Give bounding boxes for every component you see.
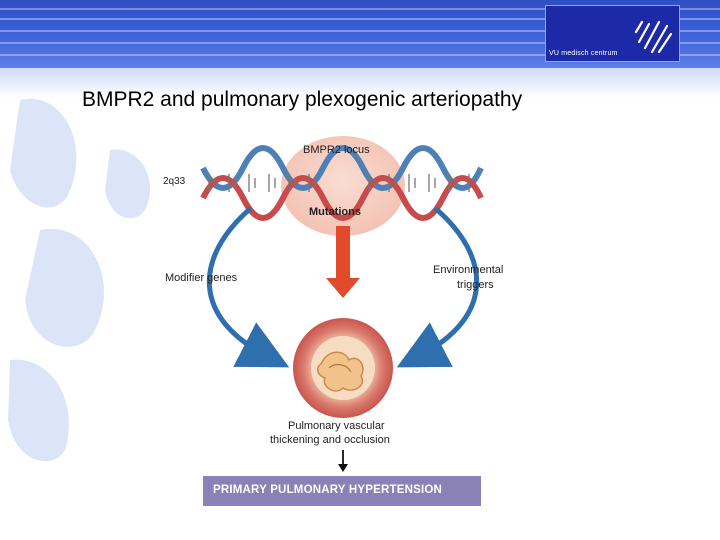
outcome-label: PRIMARY PULMONARY HYPERTENSION bbox=[213, 484, 442, 496]
chromosome-label: 2q33 bbox=[163, 176, 186, 187]
modifier-label: Modifier genes bbox=[165, 272, 238, 284]
outcome-arrow bbox=[338, 450, 348, 472]
background-watermark bbox=[8, 98, 151, 462]
thickening-label-line1: Pulmonary vascular bbox=[288, 420, 385, 432]
mutations-label: Mutations bbox=[309, 206, 361, 218]
vumc-logo-icon bbox=[634, 20, 673, 54]
logo-text: VU medisch centrum bbox=[549, 50, 618, 57]
environment-label-line2: triggers bbox=[457, 279, 494, 291]
environment-arrow bbox=[396, 206, 480, 368]
diagram-graphics bbox=[200, 136, 484, 506]
pathogenesis-diagram: BMPR2 locus 2q33 Mutations Modifier gene… bbox=[163, 128, 520, 516]
outcome-bar bbox=[203, 476, 481, 506]
thickening-label-line2: thickening and occlusion bbox=[270, 434, 390, 446]
mutation-arrow bbox=[326, 226, 360, 298]
modifier-arrow bbox=[206, 206, 290, 368]
vumc-logo[interactable]: VU medisch centrum bbox=[545, 5, 680, 62]
page-title: BMPR2 and pulmonary plexogenic arteriopa… bbox=[82, 88, 523, 111]
header-fade bbox=[0, 68, 720, 98]
locus-label: BMPR2 locus bbox=[303, 144, 370, 156]
environment-label-line1: Environmental bbox=[433, 264, 504, 276]
dna-helix-icon bbox=[200, 145, 484, 221]
locus-circle bbox=[281, 136, 405, 236]
vessel-cross-section-icon bbox=[293, 318, 393, 418]
